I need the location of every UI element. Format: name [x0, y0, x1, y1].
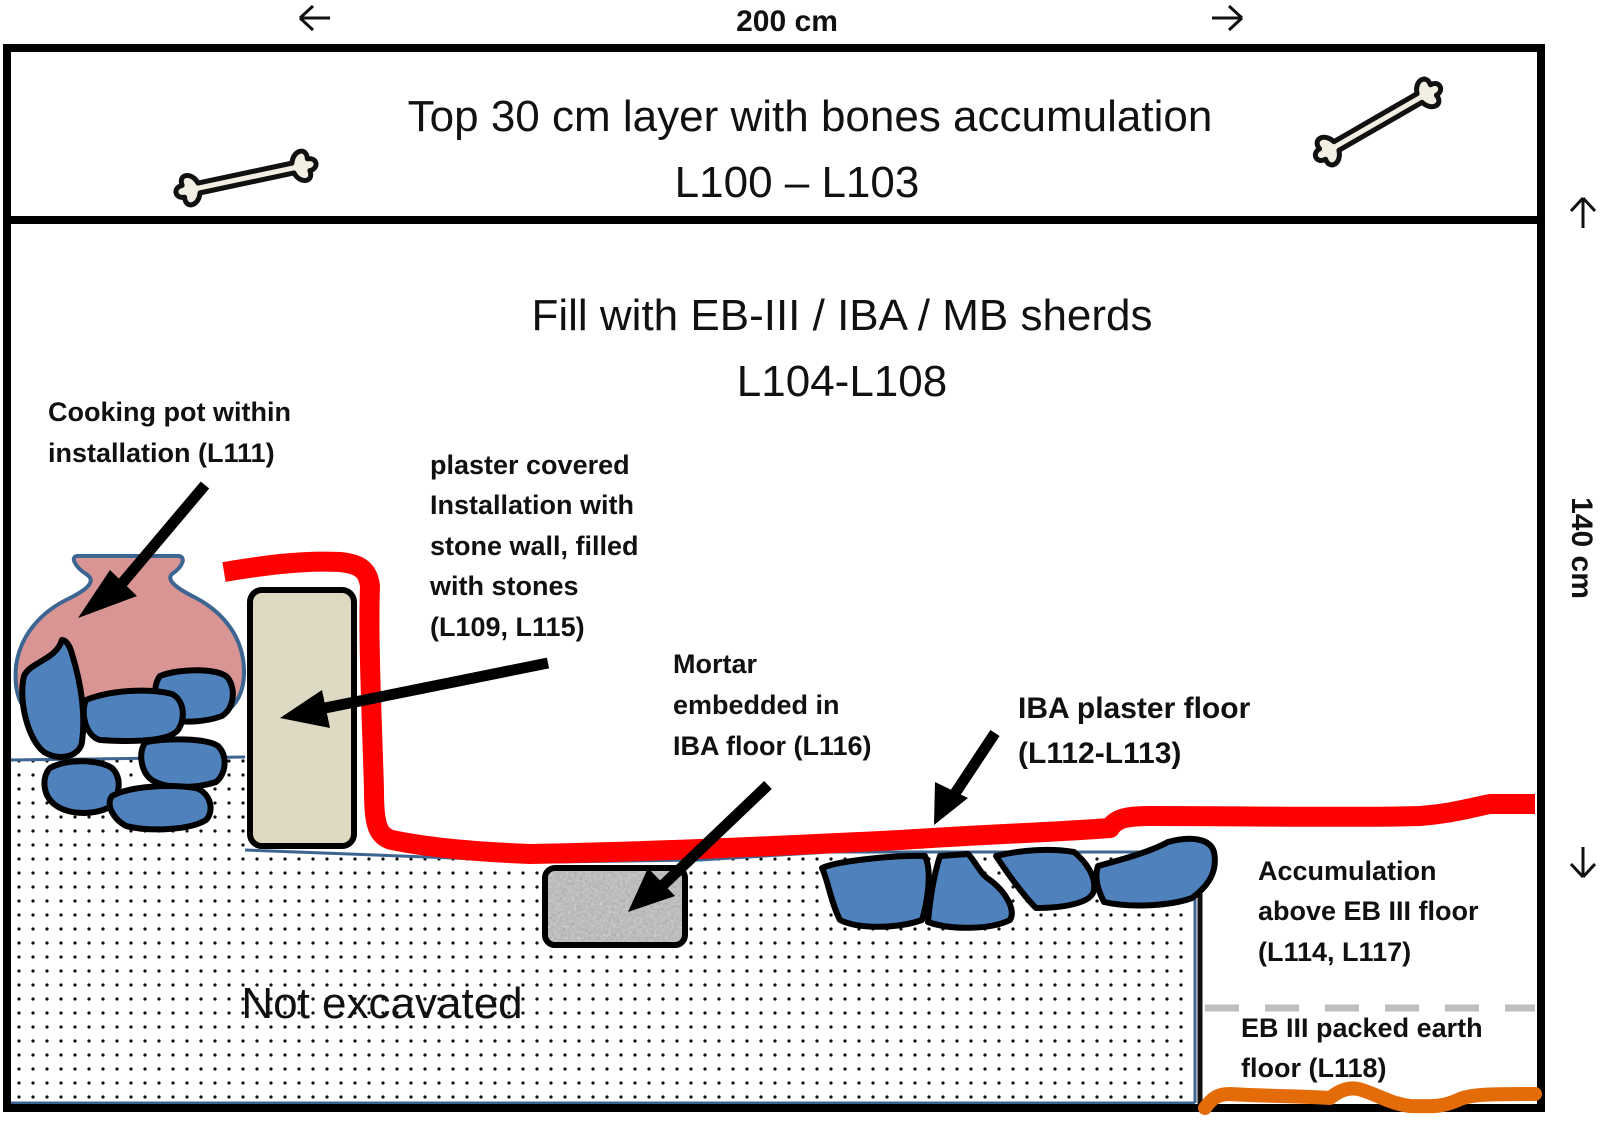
- arrow-to-pot-icon: [78, 481, 210, 618]
- floor-stones: [819, 835, 1218, 931]
- arrow-left-icon: [298, 4, 330, 32]
- label-line: (L109, L115): [430, 612, 585, 642]
- stone: [80, 687, 186, 744]
- label-line: EB III packed earth: [1241, 1013, 1483, 1043]
- stone: [925, 851, 1015, 931]
- label-line: (L114, L117): [1258, 937, 1411, 967]
- label-line: embedded in: [673, 690, 840, 720]
- height-label: 140 cm: [1565, 497, 1598, 599]
- stone: [1093, 835, 1218, 909]
- label-packed-floor: EB III packed earth floor (L118): [1241, 1013, 1483, 1083]
- fill-layer-loci: L104-L108: [737, 357, 947, 406]
- eb3-packed-earth-line: [1198, 1081, 1542, 1115]
- arrow-right-icon: [1212, 4, 1244, 32]
- top-layer-loci: L100 – L103: [675, 158, 920, 207]
- arrow-to-mortar-icon: [628, 781, 772, 912]
- arrow-up-icon: [1569, 196, 1597, 228]
- label-line: Cooking pot within: [48, 397, 291, 427]
- label-line: above EB III floor: [1258, 896, 1479, 926]
- arrow-down-icon: [1569, 847, 1597, 879]
- width-dimension: 200 cm: [298, 4, 1244, 38]
- fill-layer-title: Fill with EB-III / IBA / MB sherds: [531, 291, 1152, 340]
- label-line: Accumulation: [1258, 856, 1437, 886]
- label-line: plaster covered: [430, 450, 630, 480]
- width-label: 200 cm: [736, 5, 838, 38]
- label-accumulation: Accumulation above EB III floor (L114, L…: [1258, 856, 1479, 967]
- bone-icon: [1312, 76, 1444, 168]
- label-plaster-floor: IBA plaster floor (L112-L113): [1018, 692, 1251, 770]
- label-installation: plaster covered Installation with stone …: [429, 450, 639, 642]
- height-dimension: 140 cm: [1565, 196, 1598, 879]
- label-line: Mortar: [673, 649, 757, 679]
- not-excavated-label: Not excavated: [241, 979, 522, 1028]
- label-cooking-pot: Cooking pot within installation (L111): [48, 397, 291, 468]
- stone: [993, 846, 1098, 911]
- label-line: Installation with: [430, 490, 634, 520]
- installation-stones: [19, 637, 236, 833]
- label-line: IBA plaster floor: [1018, 692, 1251, 725]
- arrow-to-installation-icon: [280, 657, 550, 728]
- stone: [19, 637, 87, 760]
- arrow-to-plaster-floor-icon: [934, 729, 1000, 825]
- section-frame: [3, 44, 1545, 1112]
- label-mortar: Mortar embedded in IBA floor (L116): [673, 649, 872, 761]
- top-layer-title: Top 30 cm layer with bones accumulation: [408, 92, 1213, 141]
- callout-arrows: [78, 481, 1000, 912]
- label-line: stone wall, filled: [430, 531, 639, 561]
- iba-plaster-floor-line: [222, 551, 1535, 864]
- label-line: (L112-L113): [1018, 737, 1181, 770]
- bone-icon: [173, 148, 319, 208]
- label-line: installation (L111): [48, 438, 275, 468]
- stone: [138, 736, 228, 790]
- label-line: IBA floor (L116): [673, 731, 872, 761]
- stone: [106, 783, 214, 833]
- label-line: floor (L118): [1241, 1053, 1387, 1083]
- stone: [819, 852, 932, 930]
- label-line: with stones: [429, 571, 579, 601]
